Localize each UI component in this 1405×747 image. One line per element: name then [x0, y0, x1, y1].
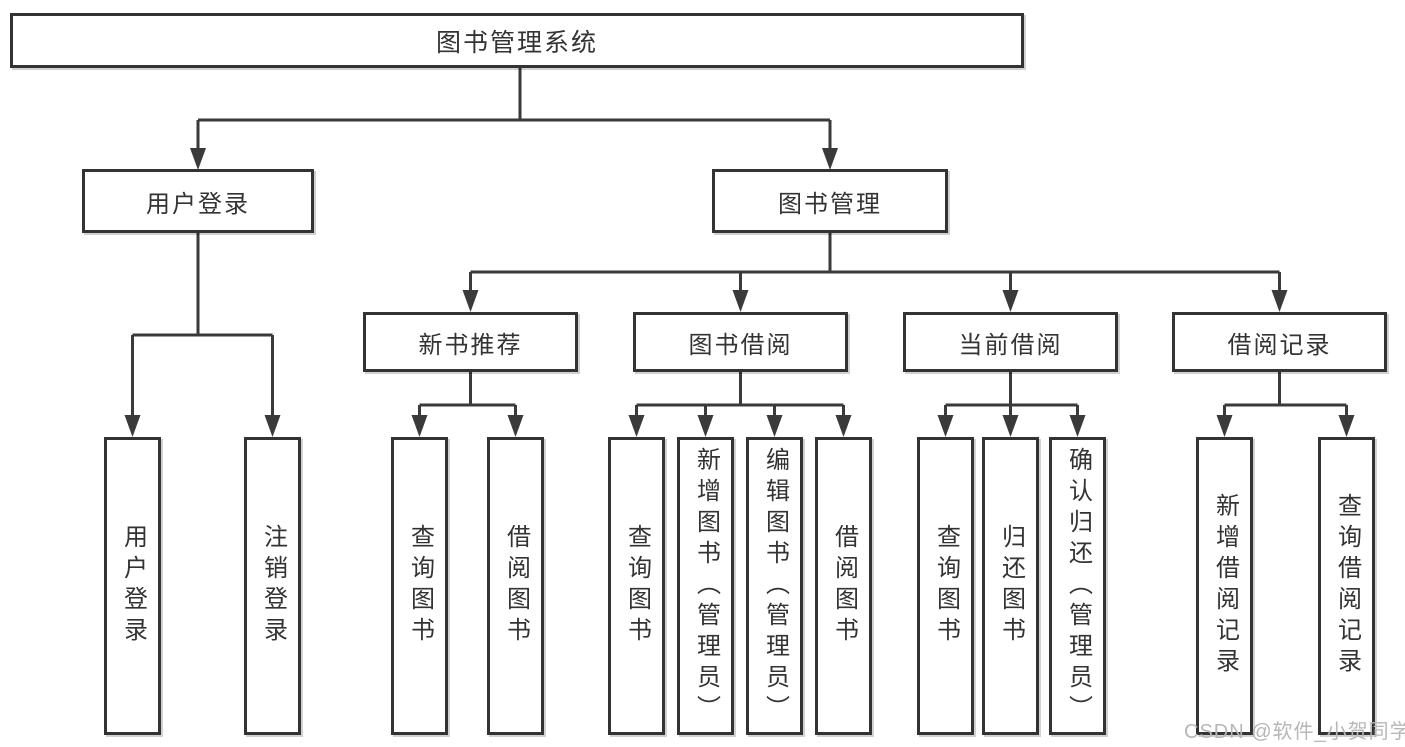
- leaf-label: 编辑图书（管理员）: [761, 446, 789, 726]
- leaf-borrow-add-books-admin: 新增图书（管理员）: [677, 437, 734, 735]
- node-user-login-branch: 用户登录: [82, 169, 314, 233]
- node-book-borrowing: 图书借阅: [633, 312, 848, 372]
- leaf-borrow-borrow-books: 借阅图书: [815, 437, 872, 735]
- leaf-borrow-edit-books-admin: 编辑图书（管理员）: [746, 437, 803, 735]
- leaf-current-confirm-return-admin: 确认归还（管理员）: [1049, 437, 1106, 735]
- leaf-label: 归还图书: [997, 524, 1025, 648]
- leaf-label: 注销登录: [259, 524, 287, 648]
- node-library-management-system: 图书管理系统: [10, 13, 1024, 68]
- leaf-logout: 注销登录: [244, 437, 301, 735]
- leaf-records-add-record: 新增借阅记录: [1196, 437, 1253, 735]
- node-new-book-recommend: 新书推荐: [363, 312, 578, 372]
- leaf-label: 新增借阅记录: [1211, 493, 1239, 679]
- connector-path: [131, 68, 1348, 416]
- leaf-newbook-borrow-books: 借阅图书: [487, 437, 544, 735]
- node-label: 借阅记录: [1227, 331, 1332, 359]
- leaf-borrow-query-books: 查询图书: [608, 437, 665, 735]
- leaf-current-return-books: 归还图书: [982, 437, 1039, 735]
- leaf-current-query-books: 查询图书: [917, 437, 974, 735]
- node-label: 图书借阅: [688, 331, 793, 359]
- node-current-borrowing: 当前借阅: [903, 312, 1118, 372]
- arrowhead-icons: [124, 148, 1355, 437]
- leaf-label: 借阅图书: [830, 524, 858, 648]
- leaf-user-login: 用户登录: [104, 437, 161, 735]
- leaf-records-query-record: 查询借阅记录: [1318, 437, 1375, 735]
- watermark: CSDN @软件_小贺同学: [1184, 721, 1405, 743]
- node-label: 图书管理: [778, 190, 882, 218]
- node-book-management-branch: 图书管理: [712, 169, 948, 233]
- node-label: 用户登录: [146, 190, 250, 218]
- leaf-label: 查询图书: [932, 524, 960, 648]
- leaf-label: 用户登录: [119, 524, 147, 648]
- leaf-label: 查询借阅记录: [1333, 493, 1361, 679]
- leaf-label: 新增图书（管理员）: [692, 446, 720, 726]
- leaf-label: 确认归还（管理员）: [1064, 446, 1092, 726]
- leaf-label: 借阅图书: [502, 524, 530, 648]
- node-label: 当前借阅: [958, 331, 1063, 359]
- leaf-label: 查询图书: [406, 524, 434, 648]
- leaf-newbook-query-books: 查询图书: [391, 437, 448, 735]
- node-label: 新书推荐: [418, 331, 523, 359]
- node-label: 图书管理系统: [435, 28, 598, 57]
- node-borrowing-records: 借阅记录: [1172, 312, 1387, 372]
- leaf-label: 查询图书: [623, 524, 651, 648]
